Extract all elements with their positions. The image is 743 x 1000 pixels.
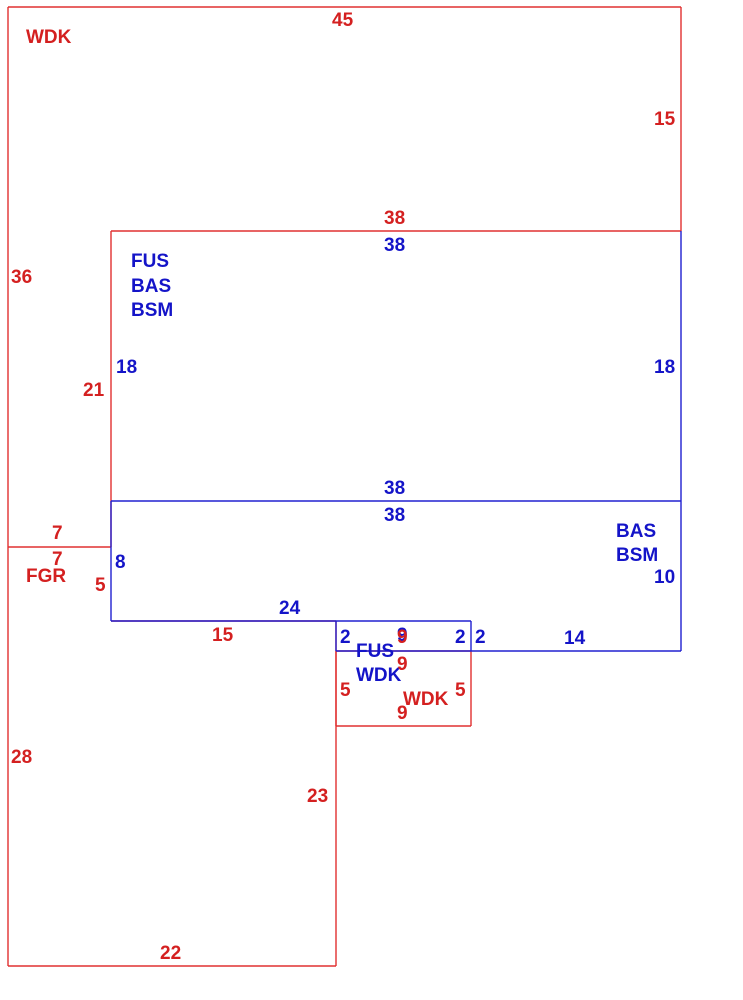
red-outline-lines: [7, 6, 682, 967]
wdk-small-left-dim: 5: [340, 680, 351, 701]
bas-notch-right-dim: 2: [455, 627, 466, 648]
bas-bottom-left-dim: 24: [279, 598, 301, 619]
bas-bottom-right-side-dim: 2: [475, 627, 486, 648]
wdk-right-upper-dim: 15: [654, 109, 676, 130]
fgr-right-lower-dim: 23: [307, 786, 328, 807]
wdk-step-bottom-dim: 7: [52, 523, 63, 544]
fgr-top-dim: 7: [52, 549, 63, 570]
fgr-bottom-dim: 22: [160, 943, 181, 964]
wdk-small-right-dim: 5: [455, 680, 466, 701]
fus-right-dim: 18: [654, 357, 675, 378]
fus-top-dim: 38: [384, 235, 405, 256]
bas-top-dim: 38: [384, 505, 405, 526]
fgr-top-right-dim: 15: [212, 625, 234, 646]
wdk-small-bottom-dim: 9: [397, 703, 408, 724]
wdk-small-label: WDK: [403, 689, 449, 710]
bas-notch-left-dim: 2: [340, 627, 351, 648]
bas-notch-top-dim: 9: [397, 625, 408, 646]
fus-small-code-1: FUS: [356, 641, 394, 662]
blue-outline-lines: [110, 231, 682, 652]
wdk-main-label: WDK: [26, 27, 72, 48]
fus-left-dim: 18: [116, 357, 137, 378]
wdk-step-top-dim: 38: [384, 208, 405, 229]
wdk-small-inner-dim: 9: [397, 654, 408, 675]
fgr-label: FGR: [26, 566, 66, 587]
wdk-left-upper-dim: 36: [11, 267, 32, 288]
fus-upper-code-2: BAS: [131, 276, 171, 297]
wdk-small-top-dim: 9: [397, 627, 408, 648]
fus-bottom-dim: 38: [384, 478, 405, 499]
bas-code-2: BSM: [616, 545, 658, 566]
wdk-step-left-dim: 21: [83, 380, 105, 401]
fgr-right-upper-dim: 5: [95, 575, 106, 596]
fus-small-code-2: WDK: [356, 665, 402, 686]
bas-bottom-right-dim: 14: [564, 628, 586, 649]
fgr-left-dim: 28: [11, 747, 32, 768]
bas-left-dim: 8: [115, 552, 126, 573]
bas-right-dim: 10: [654, 567, 675, 588]
wdk-top-dim: 45: [332, 10, 354, 31]
bas-code-1: BAS: [616, 521, 656, 542]
fus-upper-code-1: FUS: [131, 251, 169, 272]
fus-upper-code-3: BSM: [131, 300, 173, 321]
